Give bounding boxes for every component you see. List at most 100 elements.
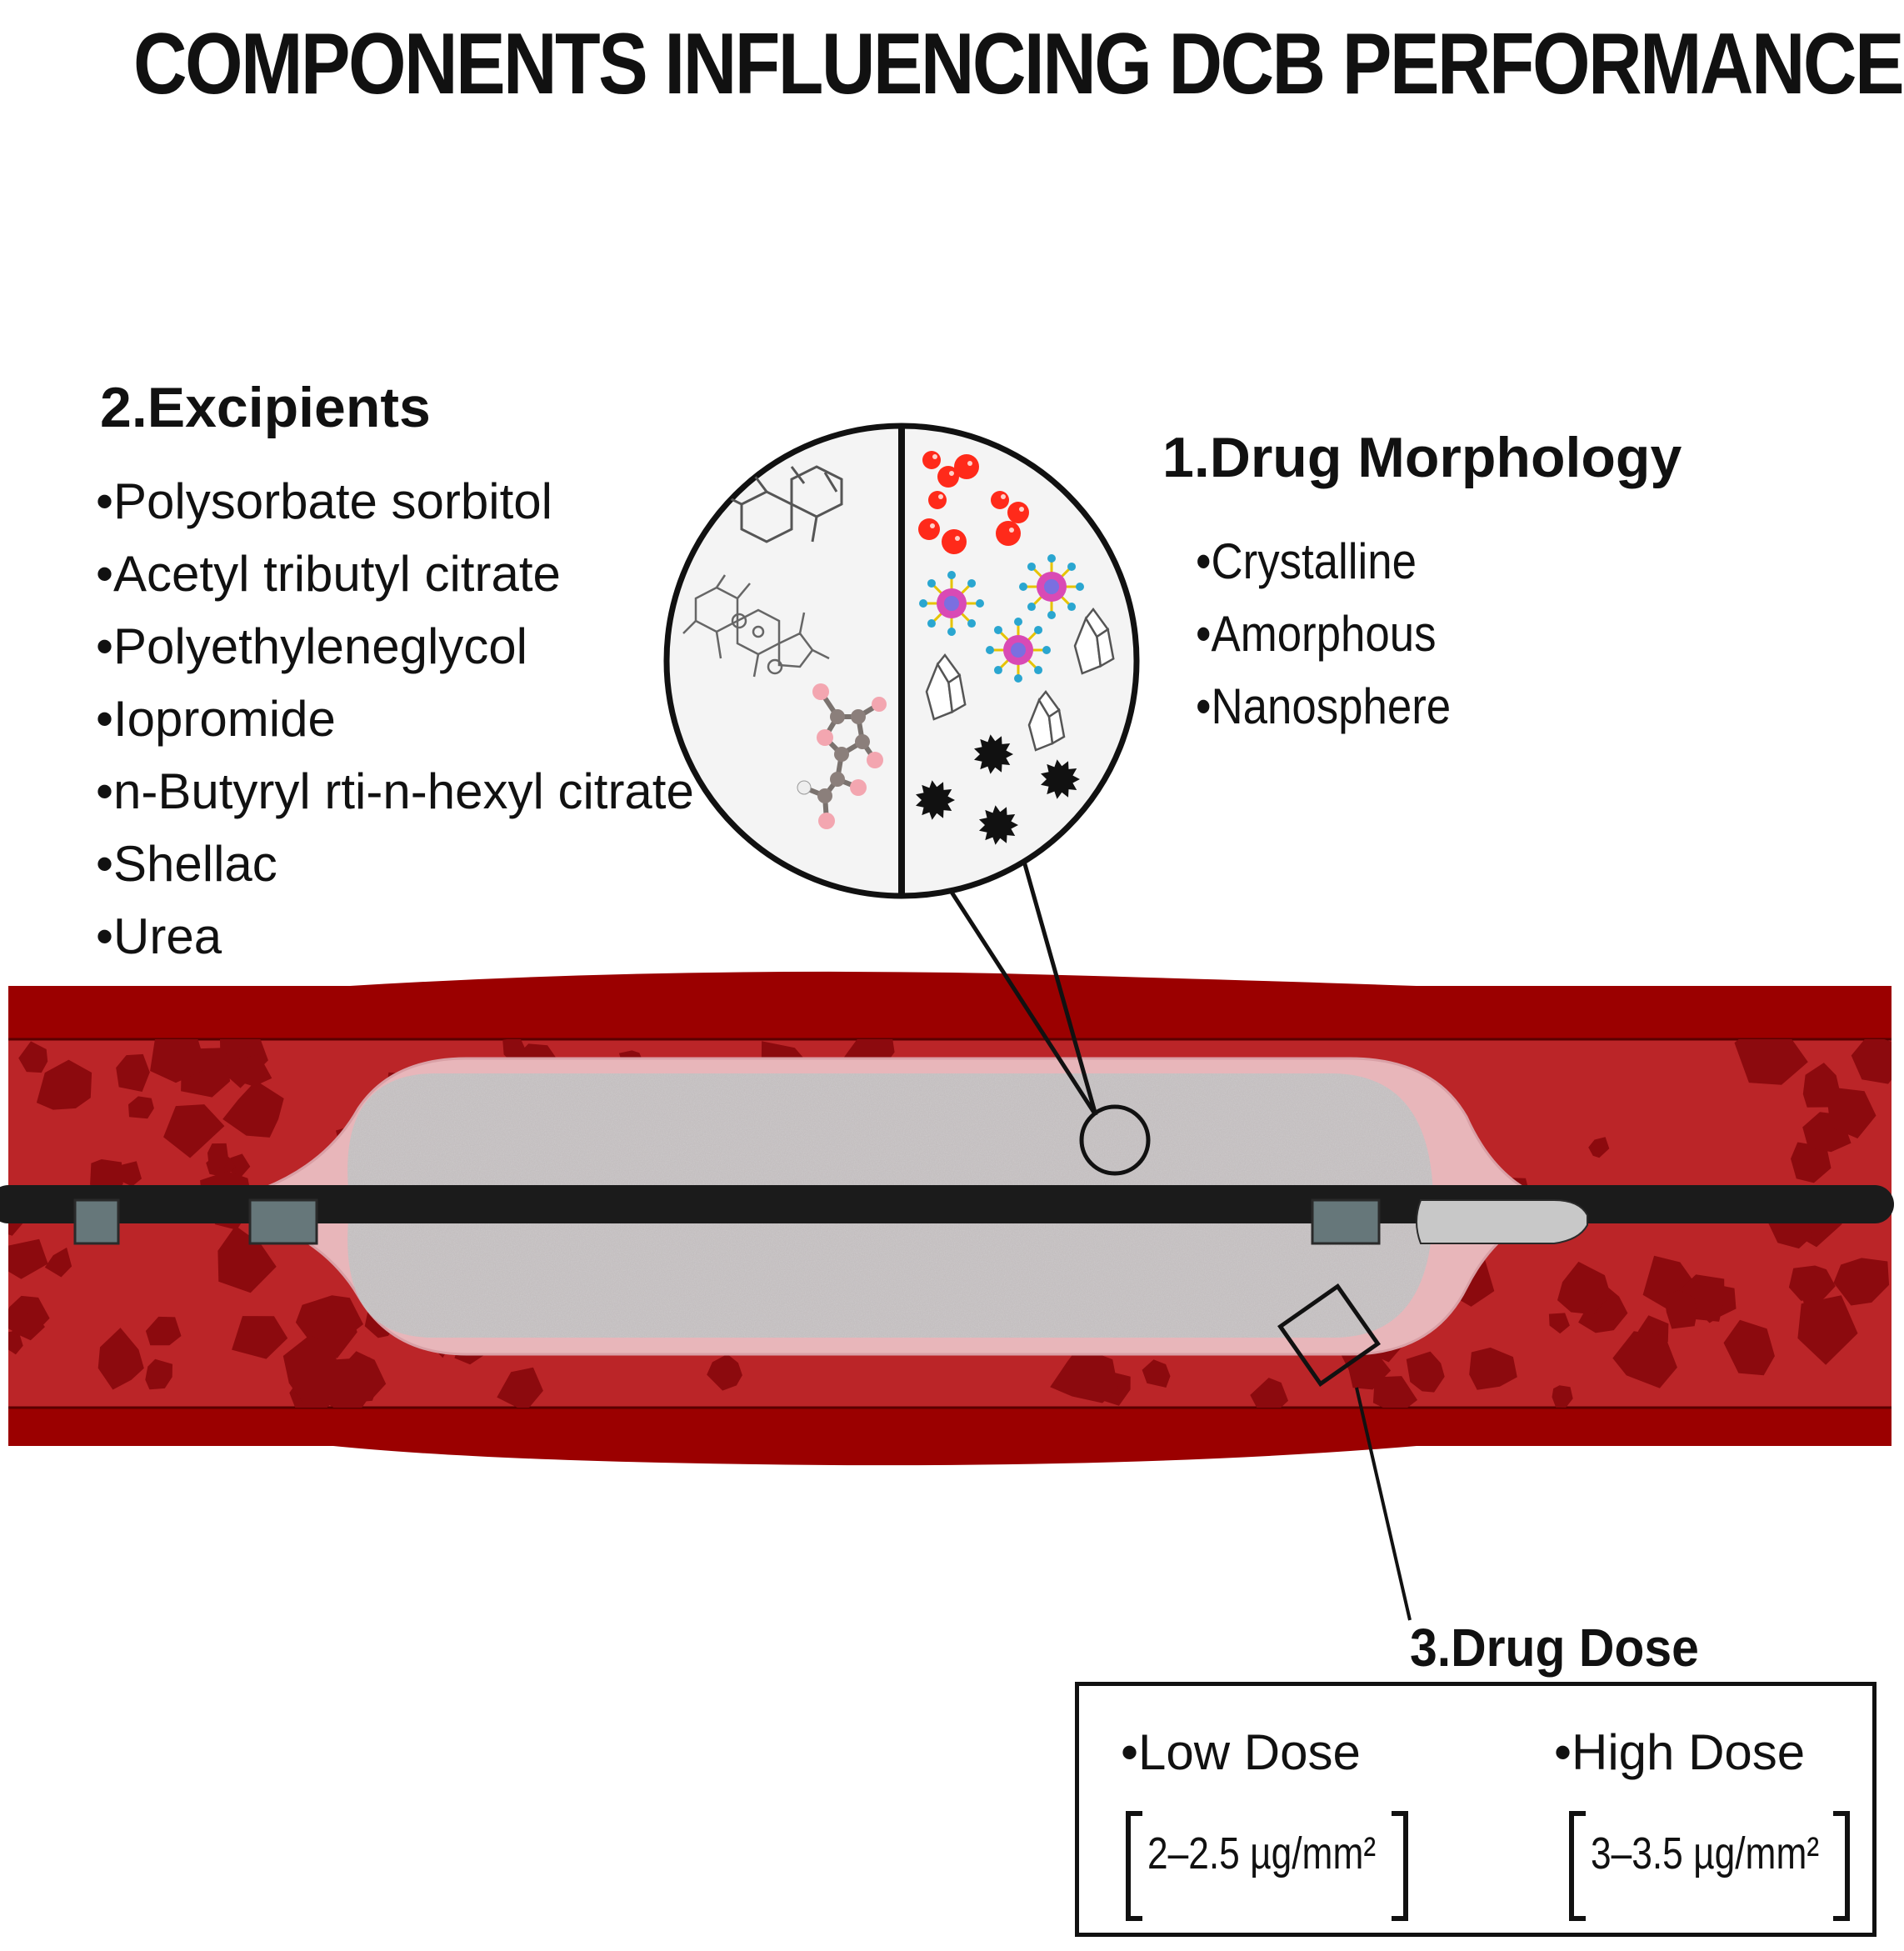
amorphous-particle-highlight	[949, 471, 954, 476]
excipient-item: Polyethyleneglycol	[96, 610, 694, 683]
amorphous-particle	[918, 518, 940, 540]
blood-cell	[1833, 1258, 1890, 1306]
blood-cell	[1578, 1286, 1628, 1333]
spiky-particle	[974, 734, 1013, 774]
blood-cell	[1664, 1290, 1697, 1329]
blood-cell	[97, 1328, 144, 1390]
high-dose-range: 3–3.5 µg/mm²	[1591, 1828, 1820, 1878]
spiky-particle	[916, 780, 955, 820]
marker-band	[1311, 1198, 1381, 1245]
blood-cell	[116, 1053, 150, 1092]
amorphous-particle-highlight	[930, 523, 935, 528]
amorphous-particles	[918, 451, 1029, 554]
high-dose-bracket-right	[1833, 1811, 1850, 1921]
blood-cell	[497, 1367, 543, 1408]
blood-cell	[232, 1316, 288, 1359]
high-dose-label: High Dose	[1554, 1723, 1805, 1781]
blood-cell	[231, 1054, 272, 1087]
dose-heading: 3.Drug Dose	[1410, 1618, 1699, 1678]
morphology-item: Nanosphere	[1196, 670, 1451, 743]
amorphous-particle-highlight	[955, 536, 960, 541]
excipients-list: Polysorbate sorbitol Acetyl tributyl cit…	[96, 465, 694, 973]
spiky-particles	[916, 734, 1080, 845]
amorphous-particle-highlight	[1019, 507, 1024, 512]
amorphous-particle-highlight	[967, 461, 972, 466]
blood-cell	[222, 1080, 284, 1138]
excipients-heading: 2.Excipients	[100, 376, 431, 439]
blood-cell	[1612, 1331, 1677, 1388]
excipient-item: Iopromide	[96, 683, 694, 755]
amorphous-particle	[937, 466, 959, 488]
blood-cell	[44, 1247, 72, 1278]
blood-cell	[1406, 1351, 1445, 1393]
blood-cell	[117, 1161, 142, 1187]
blood-cell	[1372, 1376, 1417, 1408]
blood-cell	[707, 1353, 742, 1391]
crystals	[925, 607, 1115, 752]
dose-box: Low Dose 2–2.5 µg/mm² High Dose 3–3.5 µg…	[1075, 1682, 1877, 1937]
amorphous-particle	[991, 491, 1009, 509]
nanospheres	[919, 554, 1084, 683]
excipient-item: Shellac	[96, 828, 694, 900]
blood-cell	[145, 1316, 182, 1346]
blood-cell	[1142, 1359, 1171, 1388]
low-dose-range: 2–2.5 µg/mm²	[1147, 1828, 1377, 1878]
nanosphere	[1019, 554, 1084, 619]
crystal	[1073, 607, 1115, 675]
callout-marker-circle	[1079, 1104, 1151, 1176]
blood-cell	[128, 1096, 154, 1119]
blood-cell	[12, 1313, 46, 1341]
blood-cell	[322, 1357, 376, 1408]
morphology-list: Crystalline Amorphous Nanosphere	[1196, 525, 1486, 743]
blood-cell	[150, 1039, 207, 1083]
blood-cell	[228, 1153, 251, 1179]
amorphous-particle	[942, 529, 967, 554]
excipient-item: n-Butyryl rti-n-hexyl citrate	[96, 755, 694, 828]
diagram-title: COMPONENTS INFLUENCING DCB PERFORMANCE	[132, 16, 1904, 113]
blood-cell	[1851, 1039, 1892, 1084]
marker-band	[248, 1198, 318, 1245]
callout-marker-square	[1277, 1283, 1381, 1387]
low-dose-bracket-right	[1392, 1811, 1408, 1921]
low-dose-label: Low Dose	[1121, 1723, 1361, 1781]
blood-cell	[1734, 1039, 1808, 1085]
spiky-particle	[979, 805, 1018, 845]
blood-cell	[1050, 1346, 1118, 1403]
crystal	[1027, 689, 1066, 752]
morphology-item: Crystalline	[1196, 525, 1451, 598]
blood-cell	[1557, 1261, 1611, 1315]
spiky-particle	[1041, 759, 1080, 799]
amorphous-particle	[922, 451, 941, 469]
blood-cell	[1469, 1347, 1517, 1390]
morphology-item: Amorphous	[1196, 598, 1451, 670]
excipient-item: Acetyl tributyl citrate	[96, 538, 694, 610]
blood-cell	[207, 1143, 229, 1168]
blood-cell	[163, 1104, 225, 1158]
blood-cell	[1788, 1265, 1836, 1301]
amorphous-particle-highlight	[1009, 528, 1014, 533]
blood-cell	[145, 1358, 172, 1390]
amorphous-particle-highlight	[932, 454, 937, 459]
excipient-atoms	[797, 683, 887, 829]
excipient-item: Urea	[96, 900, 694, 973]
amorphous-particle	[928, 491, 947, 509]
amorphous-particle	[1007, 502, 1029, 523]
blood-cell	[8, 1238, 48, 1279]
blood-cell	[8, 1330, 23, 1355]
blood-cell	[1548, 1313, 1570, 1334]
amorphous-particle	[954, 454, 979, 479]
excipient-molecule	[724, 465, 843, 543]
nanosphere	[986, 618, 1051, 683]
blood-cell	[1797, 1295, 1858, 1365]
blood-cell	[1250, 1378, 1288, 1408]
blood-cell	[18, 1041, 48, 1073]
blood-cell	[1825, 1086, 1877, 1138]
high-dose-bracket-left	[1569, 1811, 1586, 1921]
blood-cell	[217, 1225, 277, 1293]
blood-cell	[1552, 1385, 1573, 1408]
catheter-tip	[1416, 1199, 1588, 1244]
low-dose-bracket-left	[1126, 1811, 1142, 1921]
excipient-item: Polysorbate sorbitol	[96, 465, 694, 538]
marker-band	[73, 1198, 120, 1245]
